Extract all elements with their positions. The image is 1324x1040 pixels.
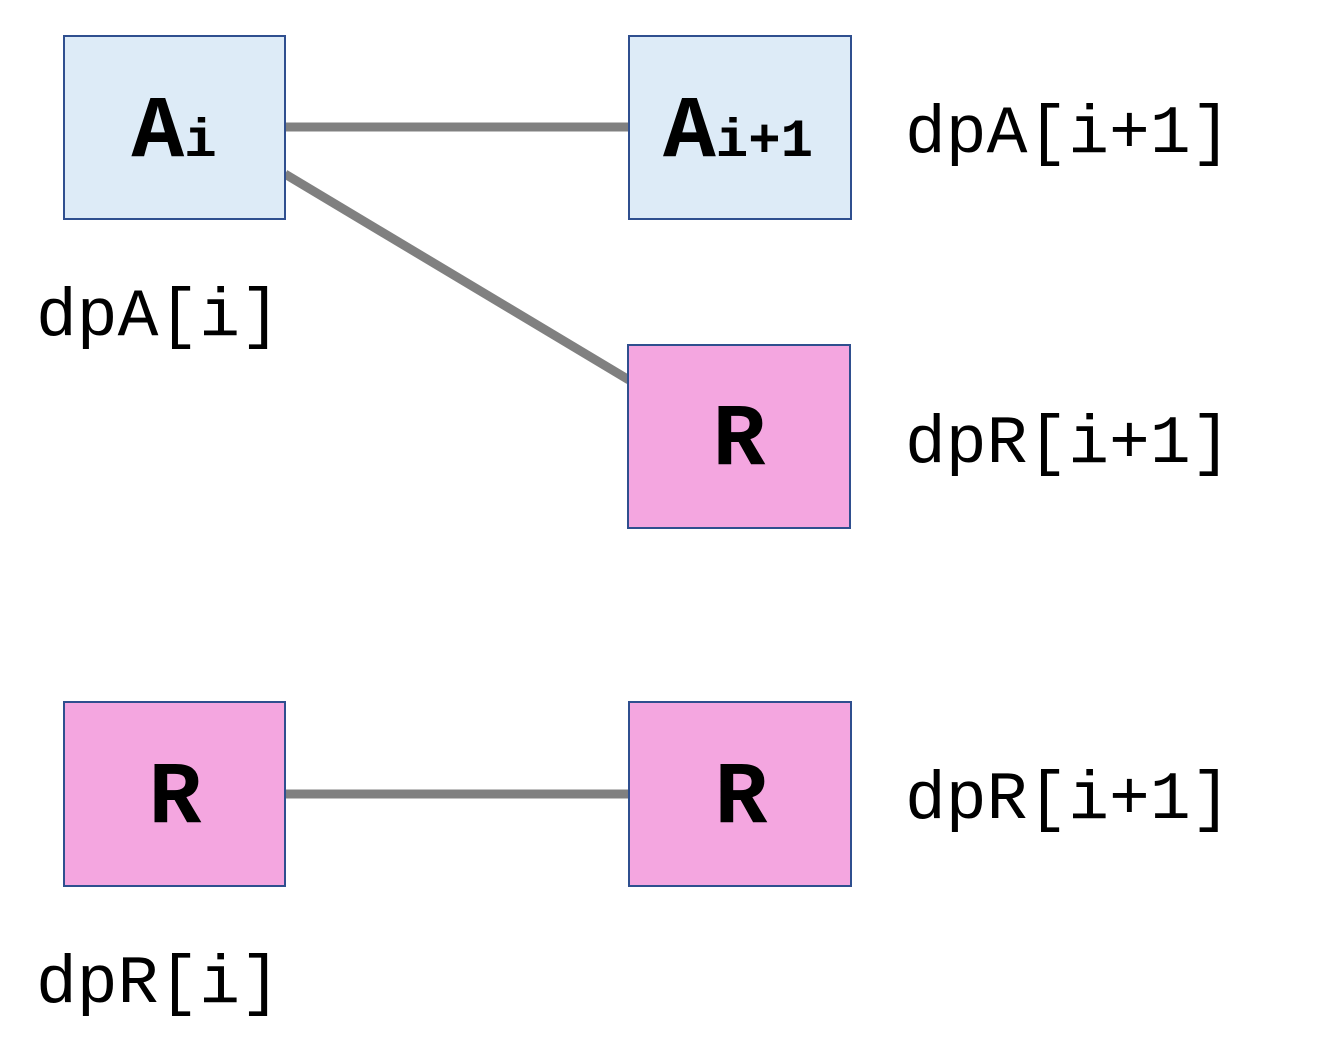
node-a-i-main: A bbox=[131, 84, 184, 183]
node-r-bottom-left: R bbox=[63, 701, 286, 887]
node-r-mid: R bbox=[627, 344, 851, 529]
label-dpa-next: dpA[i+1] bbox=[905, 96, 1231, 173]
node-r-mid-main: R bbox=[713, 392, 766, 491]
node-r-bottom-right-main: R bbox=[715, 750, 768, 849]
label-dpr-next-mid: dpR[i+1] bbox=[905, 406, 1231, 483]
edge-ai-to-r bbox=[282, 170, 632, 384]
node-a-next-sub: i+1 bbox=[716, 112, 813, 173]
svg-text:Ai+1: Ai+1 bbox=[663, 84, 813, 183]
svg-text:Ai: Ai bbox=[131, 84, 216, 183]
node-a-i-sub: i bbox=[184, 112, 216, 173]
node-r-bottom-right: R bbox=[628, 701, 852, 887]
label-dpa-i: dpA[i] bbox=[36, 279, 281, 356]
node-r-mid-box bbox=[627, 344, 851, 529]
label-dpr-i: dpR[i] bbox=[36, 946, 281, 1023]
node-a-next-main: A bbox=[663, 84, 716, 183]
node-r-bottom-left-main: R bbox=[149, 750, 202, 849]
label-dpr-next-bottom: dpR[i+1] bbox=[905, 762, 1231, 839]
node-a-next: Ai+1 bbox=[628, 35, 852, 220]
node-r-bottom-left-box bbox=[63, 701, 286, 887]
node-r-bottom-right-box bbox=[628, 701, 852, 887]
node-a-i-box bbox=[63, 35, 286, 220]
node-a-i: Ai bbox=[63, 35, 286, 220]
node-a-next-box bbox=[628, 35, 852, 220]
